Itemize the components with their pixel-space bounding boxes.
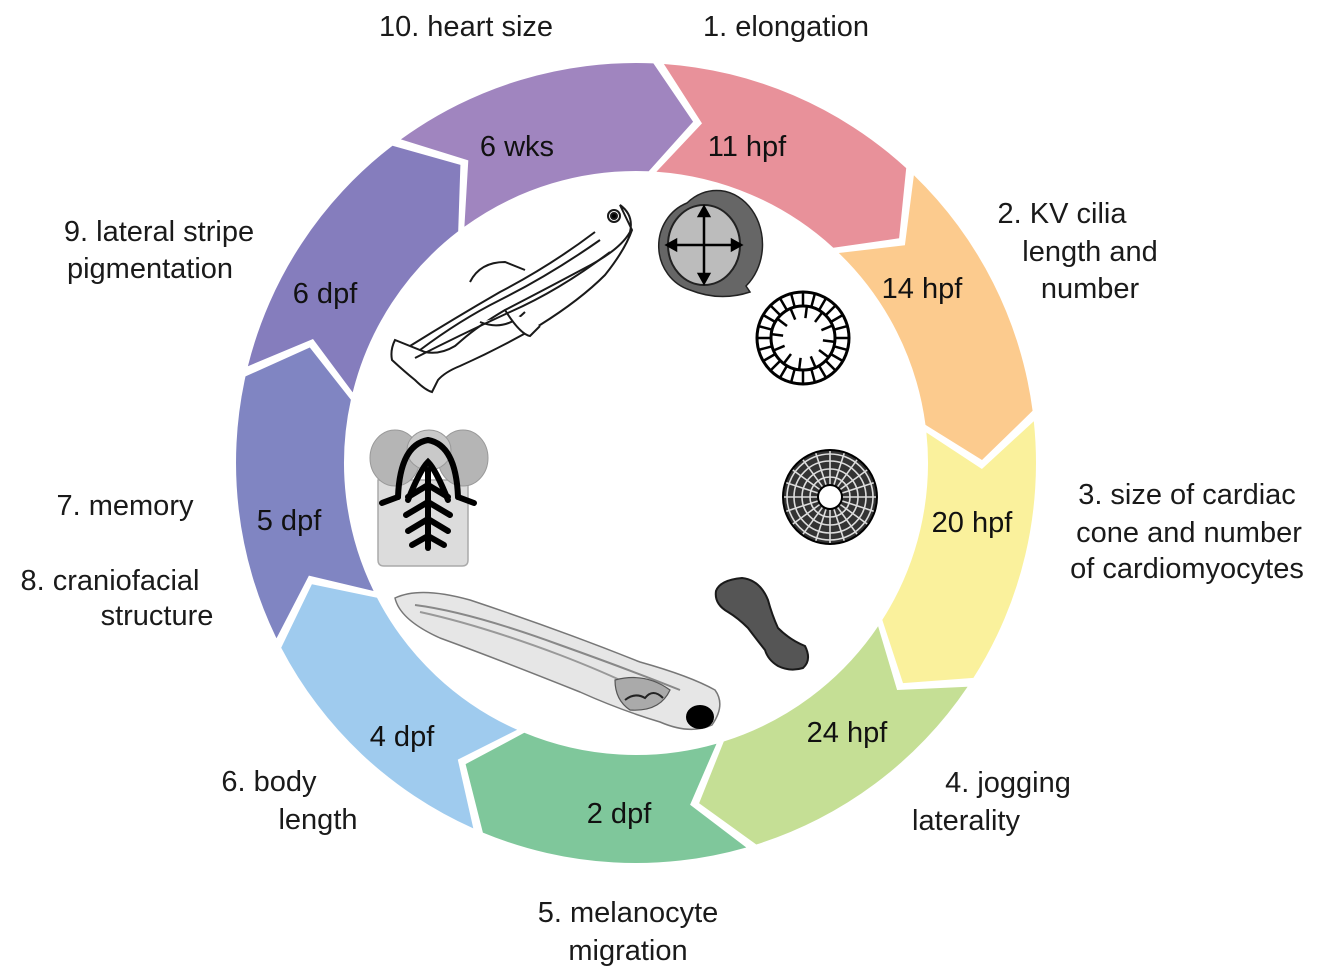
label-kv-cilia-3: number (1041, 273, 1140, 305)
stage-label-7: 5 dpf (257, 505, 322, 537)
label-elongation: 1. elongation (703, 11, 869, 43)
heart-tube-icon (716, 578, 808, 670)
stage-label-2: 14 hpf (882, 273, 964, 305)
label-body-length-1: 6. body (221, 766, 317, 798)
label-jogging-1: 4. jogging (945, 767, 1071, 799)
stage-label-5: 2 dpf (587, 798, 652, 830)
label-cardiac-1: 3. size of cardiac (1078, 479, 1296, 511)
label-lateral-stripe-1: 9. lateral stripe (64, 216, 254, 248)
stage-label-6: 4 dpf (370, 721, 435, 753)
label-body-length-2: length (278, 804, 357, 836)
kupffer-vesicle-icon (757, 292, 849, 384)
cycle-arrow-3 (882, 421, 1036, 683)
stage-label-8: 6 dpf (293, 278, 358, 310)
cardiac-cone-icon (783, 450, 877, 544)
label-melanocyte-2: migration (568, 935, 687, 967)
label-heart-size: 10. heart size (379, 11, 553, 43)
stage-label-9: 6 wks (480, 131, 554, 163)
embryo-elongation-icon (659, 190, 763, 296)
stage-label-4: 24 hpf (807, 717, 889, 749)
label-craniofacial-2: structure (101, 600, 214, 632)
label-melanocyte-1: 5. melanocyte (538, 897, 719, 929)
stage-label-3: 20 hpf (932, 507, 1014, 539)
label-memory: 7. memory (57, 490, 194, 522)
label-kv-cilia-2: length and (1022, 236, 1157, 268)
label-cardiac-3: of cardiomyocytes (1070, 553, 1304, 585)
label-craniofacial-1: 8. craniofacial (21, 565, 200, 597)
label-lateral-stripe-2: pigmentation (67, 253, 233, 285)
label-cardiac-2: cone and number (1076, 517, 1302, 549)
label-kv-cilia-1: 2. KV cilia (998, 198, 1128, 230)
cycle-ring (236, 63, 1036, 863)
cartilage-head-icon (370, 430, 488, 566)
label-jogging-2: laterality (912, 805, 1020, 837)
stage-label-1: 11 hpf (708, 131, 787, 163)
